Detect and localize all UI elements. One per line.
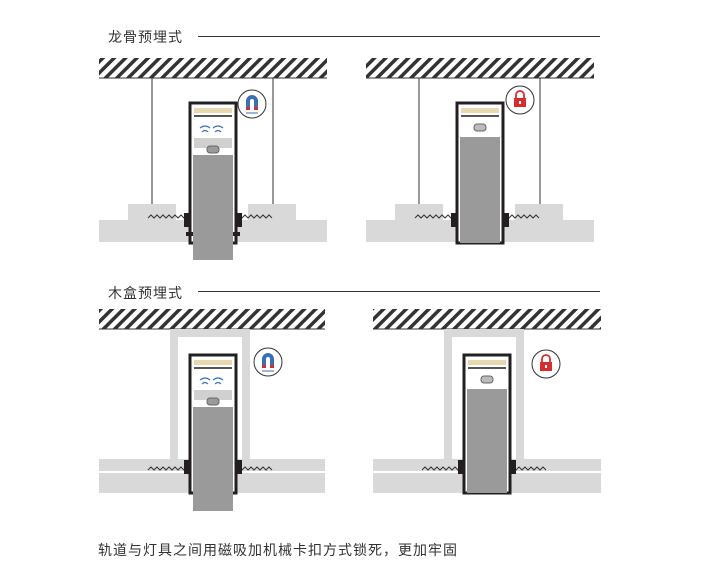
keel-block: [248, 204, 296, 220]
section-title-woodbox: 木盒预埋式: [108, 286, 183, 302]
magnet-waves: [199, 125, 224, 133]
lock-icon: [531, 349, 561, 379]
panel-keel-lock: [366, 58, 594, 245]
magnet-icon: [237, 89, 267, 119]
ceiling-hatch: [99, 58, 327, 78]
ceiling-board: [99, 220, 191, 242]
wood-box: [170, 329, 250, 459]
wood-box: [444, 329, 524, 459]
section-title-keel: 龙骨预埋式: [108, 30, 183, 46]
lock-icon: [505, 85, 535, 115]
lamp-body: [193, 407, 233, 511]
section-rule-keel: [198, 36, 600, 37]
section-rule-woodbox: [198, 291, 600, 292]
panel-keel-magnet: [99, 58, 327, 260]
panel-woodbox-lock: [373, 309, 601, 495]
lamp-body: [467, 389, 507, 493]
lamp-body: [460, 137, 500, 243]
ceiling-board: [236, 220, 327, 242]
panel-woodbox-magnet: [99, 309, 325, 511]
keel-block: [128, 204, 176, 220]
lamp-body: [193, 155, 233, 260]
magnet-icon: [253, 347, 283, 377]
caption: 轨道与灯具之间用磁吸加机械卡扣方式锁死，更加牢固: [98, 543, 458, 559]
ceiling-hatch: [366, 58, 594, 78]
